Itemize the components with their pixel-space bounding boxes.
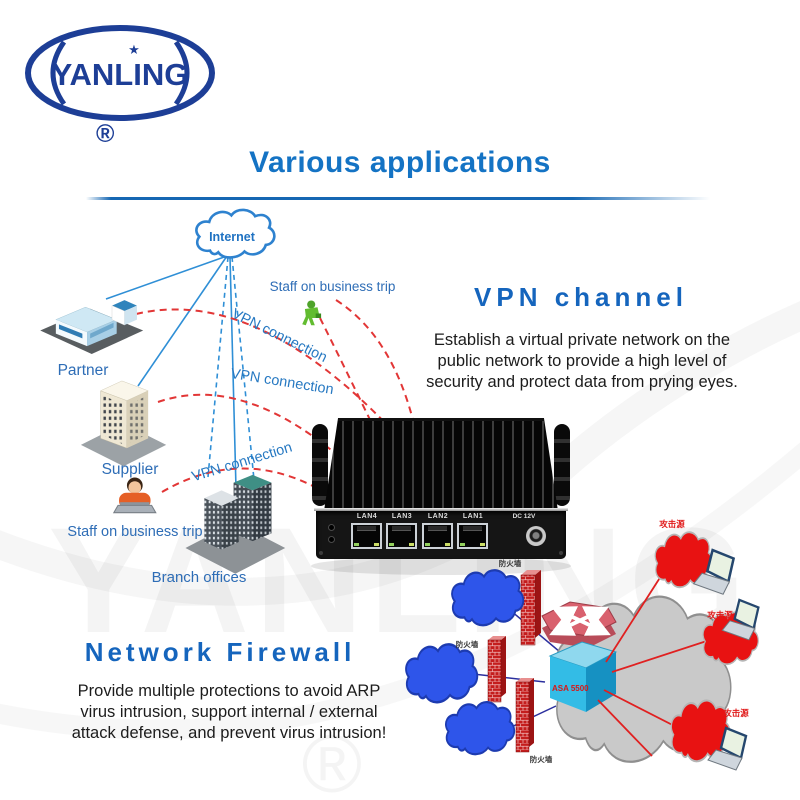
- firewall-body-line: attack defense, and prevent virus intrus…: [71, 724, 387, 742]
- staff-bottom-label: Staff on business trip: [67, 524, 203, 540]
- brand-name: YANLING: [52, 57, 189, 92]
- star-icon: ★: [128, 42, 140, 57]
- heatsink-fins: [324, 418, 558, 511]
- attack-source-label: 攻击源: [659, 519, 685, 529]
- device-front-panel: LAN4 LAN3 LAN2 LAN1 DC 12V: [316, 511, 566, 559]
- registered-mark: ®: [96, 120, 115, 148]
- branch-offices-icon: [185, 474, 286, 574]
- device-shadow: [311, 557, 571, 575]
- firewall-topology: ASA 5500: [404, 519, 760, 772]
- firewall-wall-label: 防火墙: [456, 639, 479, 649]
- vpn-body-line: public network to provide a high level o…: [437, 352, 727, 370]
- firewall-wall-icon: [487, 636, 506, 703]
- port-label: LAN3: [391, 513, 413, 520]
- appliance-label: ASA 5500: [552, 684, 589, 693]
- power-led-icon: [328, 536, 335, 543]
- port-label: LAN1: [462, 513, 484, 520]
- staff-top-label: Staff on business trip: [269, 279, 396, 294]
- screw-icon: [559, 551, 563, 555]
- branch-offices-label: Branch offices: [151, 569, 247, 586]
- firewall-wall-label: 防火墙: [499, 558, 522, 568]
- vpn-section-body: Establish a virtual private network on t…: [402, 330, 762, 393]
- lan-port-icon: [457, 523, 488, 549]
- firewall-wall-icon: [520, 570, 541, 646]
- watermark-registered-icon: ®: [302, 719, 362, 800]
- device-rim: [314, 508, 568, 511]
- firewall-wall-label: 防火墙: [530, 754, 553, 764]
- firewall-wall-icon: [515, 678, 534, 753]
- firewall-body-line: Provide multiple protections to avoid AR…: [77, 682, 381, 700]
- supplier-building-icon: [80, 380, 167, 467]
- heatsink-bracket: [312, 424, 328, 506]
- firewall-section-heading: Network Firewall: [84, 637, 356, 667]
- router-icon: [541, 601, 617, 648]
- title-underline: [86, 197, 710, 200]
- staff-laptop-icon: [112, 477, 157, 514]
- attack-source-label: 攻击源: [723, 708, 749, 718]
- reset-button-icon: [328, 524, 335, 531]
- partner-label: Partner: [57, 362, 109, 379]
- lan-port-icon: [351, 523, 382, 549]
- lan-port-icon: [422, 523, 453, 549]
- port-label: LAN4: [356, 513, 378, 520]
- firewall-section-body: Provide multiple protections to avoid AR…: [33, 681, 425, 744]
- internet-cloud-icon: Internet: [195, 208, 276, 259]
- staff-walking-icon: [302, 300, 322, 326]
- vpn-section-heading: VPN channel: [474, 282, 688, 312]
- supplier-label: Supplier: [101, 461, 159, 478]
- attack-source-label: 攻击源: [707, 610, 733, 620]
- page-title: Various applications: [249, 146, 551, 179]
- firewall-body-line: virus intrusion, support internal / exte…: [80, 703, 378, 721]
- partner-building-icon: [40, 300, 144, 354]
- brand-logo: YANLING ★: [25, 25, 215, 121]
- port-label: LAN2: [427, 513, 449, 520]
- vpn-body-line: Establish a virtual private network on t…: [433, 331, 731, 349]
- internet-links: [105, 255, 257, 501]
- lan-port-icon: [386, 523, 417, 549]
- heatsink-bracket: [554, 424, 570, 506]
- firewall-appliance-icon: ASA 5500: [548, 641, 618, 712]
- dc-jack-icon: [526, 526, 546, 546]
- vpn-body-line: security and protect data from prying ey…: [426, 373, 738, 391]
- internet-label: Internet: [209, 230, 256, 244]
- dc-power-label: DC 12V: [512, 513, 536, 520]
- mini-pc-device: LAN4 LAN3 LAN2 LAN1 DC 12V: [312, 412, 570, 562]
- internal-cloud-icon: [444, 701, 516, 756]
- screw-icon: [319, 551, 323, 555]
